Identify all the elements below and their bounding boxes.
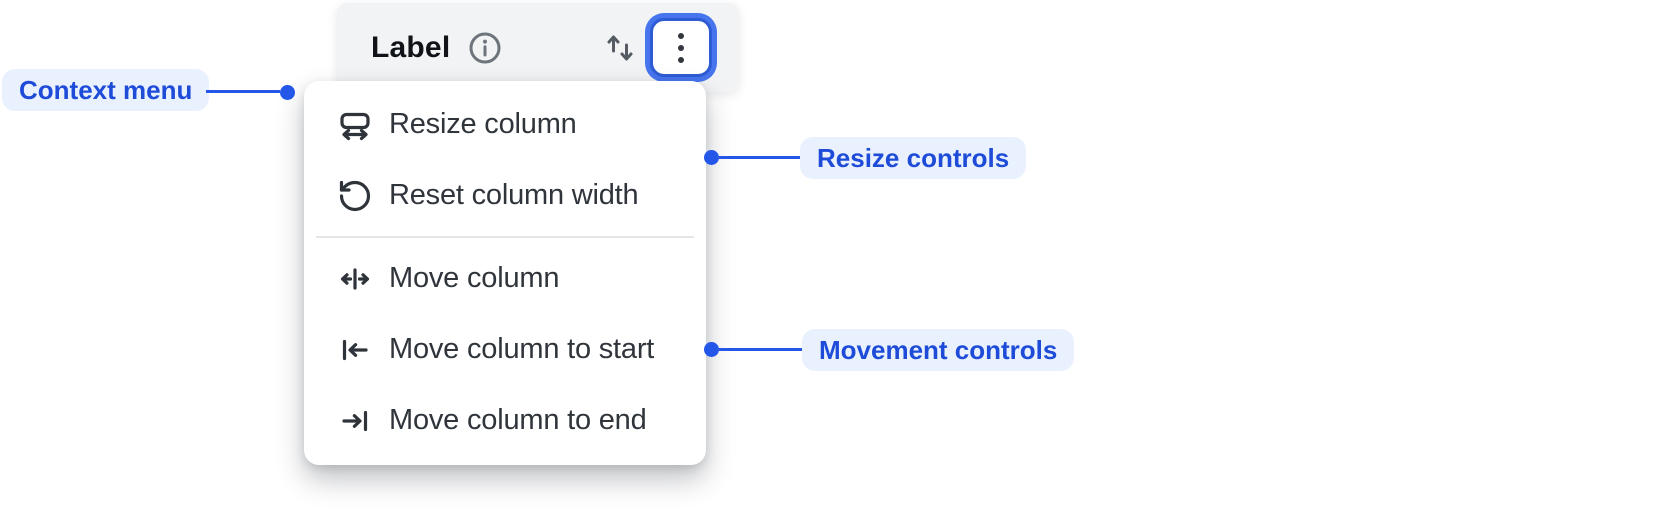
menu-item-label: Resize column [389,108,577,140]
annotation-line-resize-controls [719,156,800,159]
kebab-menu-button[interactable] [650,18,712,77]
menu-item-label: Move column to start [389,333,655,365]
menu-divider [316,236,694,238]
info-icon[interactable] [467,30,503,66]
column-header-bar: Label [337,3,739,92]
annotation-resize-controls: Resize controls [800,137,1027,179]
menu-item-label: Move column to end [389,404,647,436]
move-to-end-icon [337,403,373,439]
menu-item-resize-column[interactable]: Resize column [304,89,706,160]
sort-icon[interactable] [603,31,637,65]
annotation-dot-movement-controls [704,342,719,357]
annotation-line-context-menu [206,90,280,93]
column-header-label: Label [371,30,451,64]
annotation-movement-controls: Movement controls [802,329,1075,371]
annotation-dot-resize-controls [704,150,719,165]
reset-icon [337,178,373,214]
annotation-dot-context-menu [280,85,295,100]
menu-item-label: Move column [389,262,560,294]
menu-item-reset-column-width[interactable]: Reset column width [304,160,706,231]
menu-item-move-column-to-start[interactable]: Move column to start [304,314,706,385]
context-menu: Resize column Reset column width [304,81,706,465]
move-to-start-icon [337,332,373,368]
kebab-menu-icon [678,32,684,39]
annotation-context-menu: Context menu [2,69,210,111]
annotation-line-movement-controls [719,348,802,351]
move-column-icon [337,261,373,297]
menu-item-move-column[interactable]: Move column [304,243,706,314]
menu-item-label: Reset column width [389,179,639,211]
resize-horizontal-icon [337,107,373,143]
menu-item-move-column-to-end[interactable]: Move column to end [304,385,706,456]
